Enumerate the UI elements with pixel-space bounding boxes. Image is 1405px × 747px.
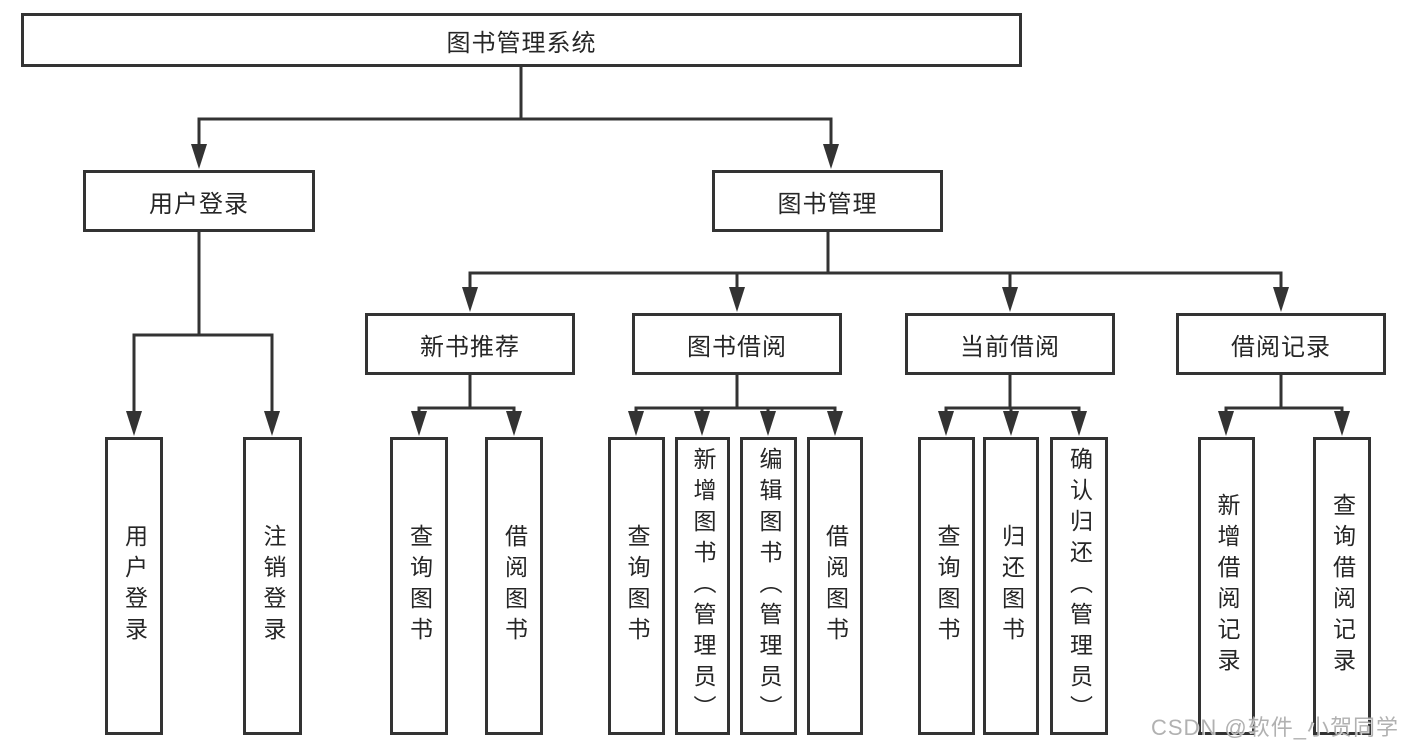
leaf-recommend-borrow-books: 借阅图书 <box>485 437 543 735</box>
node-book-management: 图书管理 <box>712 170 943 232</box>
node-root: 图书管理系统 <box>21 13 1022 67</box>
leaf-current-query-books-label: 查询图书 <box>934 524 960 648</box>
leaf-recommend-query-books: 查询图书 <box>390 437 448 735</box>
arrowhead <box>729 287 745 312</box>
connector-user-login-to-leaves <box>132 232 274 420</box>
node-current-borrow: 当前借阅 <box>905 313 1115 375</box>
leaf-return-books: 归还图书 <box>983 437 1039 735</box>
arrowhead <box>1273 287 1289 312</box>
leaf-user-login-label: 用户登录 <box>121 524 148 648</box>
leaf-query-borrow-record-label: 查询借阅记录 <box>1329 493 1356 679</box>
arrowhead <box>694 411 710 436</box>
node-new-book-recommend: 新书推荐 <box>365 313 575 375</box>
connector-book-management-to-level3 <box>468 232 1283 295</box>
csdn-watermark: CSDN @软件_小贺同学 <box>1150 715 1399 740</box>
node-borrow-records-label: 借阅记录 <box>1231 333 1331 361</box>
leaf-return-books-label: 归还图书 <box>998 524 1025 648</box>
node-user-login-label: 用户登录 <box>149 190 249 218</box>
arrowhead <box>1218 411 1234 436</box>
leaf-logout-label: 注销登录 <box>260 524 286 648</box>
arrowhead <box>126 411 142 436</box>
leaf-logout: 注销登录 <box>243 437 302 735</box>
connector-root-to-level2 <box>197 67 833 152</box>
leaf-add-borrow-record: 新增借阅记录 <box>1198 437 1255 735</box>
arrowhead <box>827 411 843 436</box>
arrowhead <box>628 411 644 436</box>
leaf-edit-books-admin: 编辑图书（管理员） <box>740 437 797 735</box>
arrowhead <box>191 144 207 169</box>
leaf-add-books-admin: 新增图书（管理员） <box>675 437 730 735</box>
node-current-borrow-label: 当前借阅 <box>960 333 1060 361</box>
arrowhead <box>462 287 478 312</box>
arrowhead <box>264 411 280 436</box>
leaf-borrow-query-books: 查询图书 <box>608 437 665 735</box>
node-borrow-records: 借阅记录 <box>1176 313 1386 375</box>
arrowhead <box>1003 411 1019 436</box>
arrowheads <box>126 144 1350 436</box>
node-user-login: 用户登录 <box>83 170 315 232</box>
node-book-management-label: 图书管理 <box>777 190 878 218</box>
node-book-borrow: 图书借阅 <box>632 313 842 375</box>
leaf-current-query-books: 查询图书 <box>918 437 975 735</box>
node-book-borrow-label: 图书借阅 <box>687 333 787 361</box>
leaf-borrow-books-label: 借阅图书 <box>822 524 849 648</box>
arrowhead <box>823 144 839 169</box>
leaf-borrow-books: 借阅图书 <box>807 437 863 735</box>
leaf-add-books-admin-label: 新增图书（管理员） <box>690 446 716 726</box>
leaf-query-borrow-record: 查询借阅记录 <box>1313 437 1371 735</box>
arrowhead <box>1002 287 1018 312</box>
connector-borrow-records-to-leaves <box>1224 375 1344 420</box>
leaf-borrow-query-books-label: 查询图书 <box>624 524 650 648</box>
connector-new-book-recommend-to-leaves <box>417 375 516 420</box>
arrowhead <box>760 411 776 436</box>
leaf-recommend-borrow-books-label: 借阅图书 <box>501 524 528 648</box>
node-new-book-recommend-label: 新书推荐 <box>420 333 520 361</box>
arrowhead <box>1334 411 1350 436</box>
arrowhead <box>506 411 522 436</box>
arrowhead <box>938 411 954 436</box>
node-root-label: 图书管理系统 <box>446 29 597 57</box>
leaf-confirm-return-admin-label: 确认归还（管理员） <box>1066 446 1093 726</box>
arrowhead <box>411 411 427 436</box>
leaf-confirm-return-admin: 确认归还（管理员） <box>1050 437 1108 735</box>
leaf-recommend-query-books-label: 查询图书 <box>406 524 433 648</box>
leaf-edit-books-admin-label: 编辑图书（管理员） <box>756 446 782 726</box>
connector-book-borrow-to-leaves <box>634 375 837 420</box>
leaf-user-login: 用户登录 <box>105 437 163 735</box>
arrowhead <box>1071 411 1087 436</box>
leaf-add-borrow-record-label: 新增借阅记录 <box>1214 493 1240 679</box>
